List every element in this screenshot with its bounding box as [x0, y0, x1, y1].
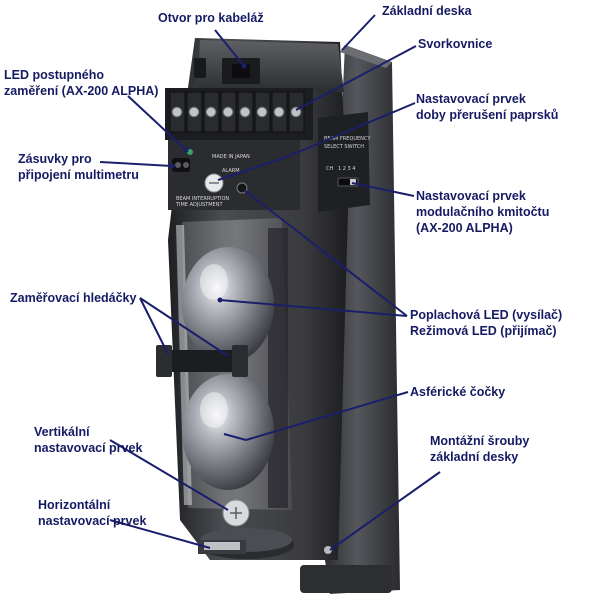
callout-multimeter-jacks: Zásuvky pro připojení multimetru — [18, 152, 139, 182]
callout-horizontal-adjust: Horizontální nastavovací prvek — [38, 498, 147, 528]
leader-cable-hole — [214, 29, 245, 67]
vertical-adjuster — [222, 499, 250, 527]
svg-text:TIME ADJUSTMENT: TIME ADJUSTMENT — [175, 202, 223, 208]
callout-mounting-screws: Montážní šrouby základní desky — [430, 434, 530, 464]
leader-aspheric-2 — [223, 433, 247, 441]
mounting-screw — [324, 546, 332, 554]
callout-scopes: Zaměřovací hledáčky — [10, 291, 137, 305]
leader-aspheric — [245, 391, 409, 441]
terminal-block — [165, 88, 313, 140]
svg-text:BEAM INTERRUPTION: BEAM INTERRUPTION — [176, 196, 229, 202]
leader-alarm-led — [243, 189, 408, 317]
callout-cable-hole: Otvor pro kabeláž — [158, 11, 264, 25]
leader-multimeter — [99, 161, 173, 167]
leader-dot-multimeter — [169, 163, 175, 169]
aspheric-lens-lower — [182, 374, 274, 490]
leader-scope-2 — [139, 297, 229, 357]
leader-terminal-block — [295, 45, 417, 111]
svg-text:MADE IN JAPAN: MADE IN JAPAN — [212, 154, 250, 160]
leader-beam-interrupt — [283, 102, 416, 159]
callout-modulation-frequency: Nastavovací prvek modulačního kmitočtu (… — [416, 189, 550, 235]
callout-alarm-led: Poplachová LED (vysílač) Režimová LED (p… — [410, 308, 563, 338]
leader-dot-lens-upper — [217, 297, 223, 303]
svg-text:ALARM: ALARM — [222, 168, 240, 174]
aspheric-lens-upper — [182, 247, 274, 363]
horizontal-adjuster — [198, 528, 294, 559]
callout-vertical-adjust: Vertikální nastavovací prvek — [34, 425, 143, 455]
callout-base-board: Základní deska — [382, 4, 472, 18]
leader-dot-cable-hole — [241, 63, 247, 69]
leader-lens-upper — [219, 299, 408, 317]
svg-text:CH: CH — [326, 166, 333, 172]
leader-beam-interrupt-2 — [217, 157, 285, 181]
svg-text:BEAM FREQUENCY: BEAM FREQUENCY — [324, 136, 371, 142]
callout-beam-interrupt-adjust: Nastavovací prvek doby přerušení paprsků — [416, 92, 559, 122]
svg-text:1 2 3 4: 1 2 3 4 — [338, 166, 356, 172]
leader-dot-led-aiming — [183, 147, 189, 153]
callout-led-aiming: LED postupného zaměření (AX-200 ALPHA) — [4, 68, 159, 98]
leader-base-board — [341, 14, 376, 51]
leader-frequency — [351, 182, 415, 197]
leader-led-aiming — [127, 95, 187, 151]
callout-aspheric-lens: Asférické čočky — [410, 385, 506, 399]
leader-horizontal — [109, 519, 211, 549]
aiming-led — [187, 149, 193, 155]
frequency-module: BEAM FREQUENCY SELECT SWITCH CH 1 2 3 4 — [318, 112, 371, 212]
callout-terminal-block: Svorkovnice — [418, 37, 493, 51]
leader-vertical — [109, 439, 229, 511]
leader-scope-1 — [139, 297, 169, 355]
svg-text:SELECT SWITCH: SELECT SWITCH — [324, 144, 364, 150]
leader-mounting — [329, 471, 441, 551]
